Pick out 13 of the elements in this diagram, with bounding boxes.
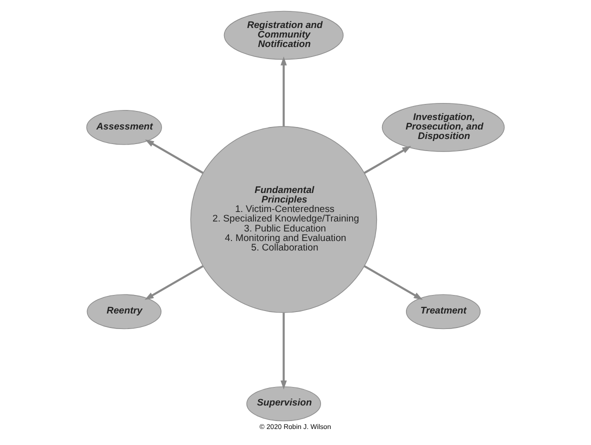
node-ellipse: Treatment xyxy=(406,294,481,330)
node-circle: Fundamental Principles 1. Victim-Centeredness 2. Specialized Knowledge/Training 3. Public Education 4. Monitoring and Evaluation 5. Collaboration xyxy=(190,126,378,313)
arrow xyxy=(280,312,287,390)
node-ellipse: Registration and Community Notification xyxy=(224,10,344,60)
node-ellipse: Investigation, Prosecution, and Disposition xyxy=(382,102,505,152)
arrow xyxy=(364,265,423,300)
arrow xyxy=(364,146,412,174)
arrow xyxy=(280,56,287,126)
arrow xyxy=(144,139,204,174)
node-ellipse: Supervision xyxy=(246,386,321,422)
node-ellipse: Reentry xyxy=(86,294,162,330)
node-ellipse: Assessment xyxy=(86,110,162,145)
arrow xyxy=(144,265,204,300)
